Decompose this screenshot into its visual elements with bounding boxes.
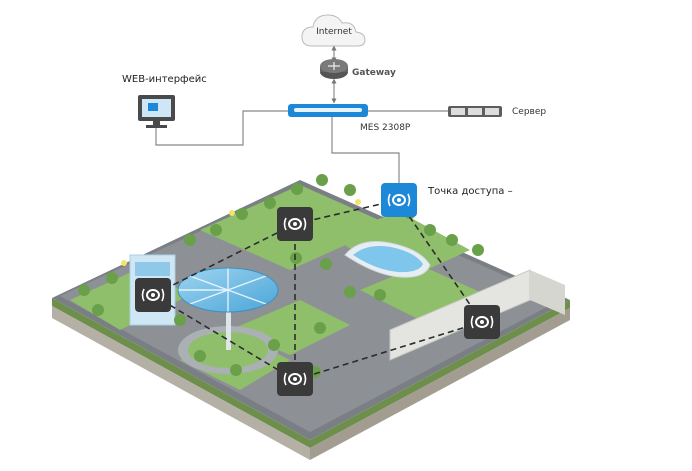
- monitor-icon: [138, 95, 175, 128]
- server-label: Сервер: [512, 107, 546, 117]
- wireless-mesh-links: [152, 199, 483, 381]
- wifi-access-point-icon[interactable]: [464, 305, 500, 339]
- link-switch-ap: [331, 117, 400, 184]
- switch-icon: [288, 104, 368, 117]
- umbrella-pavilion: [177, 267, 279, 350]
- cloud-icon: [301, 14, 366, 47]
- router-icon: [320, 59, 348, 79]
- wifi-access-point-icon[interactable]: [277, 362, 313, 396]
- lamps: [121, 199, 361, 266]
- access-point-label: Точка доступа –: [427, 186, 513, 197]
- gateway-label: Gateway: [352, 68, 396, 78]
- wifi-access-point-icon[interactable]: [277, 207, 313, 241]
- internet-label: Internet: [316, 27, 352, 37]
- web-interface-label: WEB-интерфейс: [122, 74, 207, 85]
- fence: [389, 269, 565, 361]
- wifi-access-point-icon[interactable]: [381, 183, 417, 217]
- pool: [344, 241, 431, 278]
- switch-label: MES 2308P: [360, 123, 411, 133]
- link-switch-web: [155, 110, 288, 146]
- wifi-access-point-icon[interactable]: [135, 278, 171, 312]
- server-icon: [448, 106, 502, 117]
